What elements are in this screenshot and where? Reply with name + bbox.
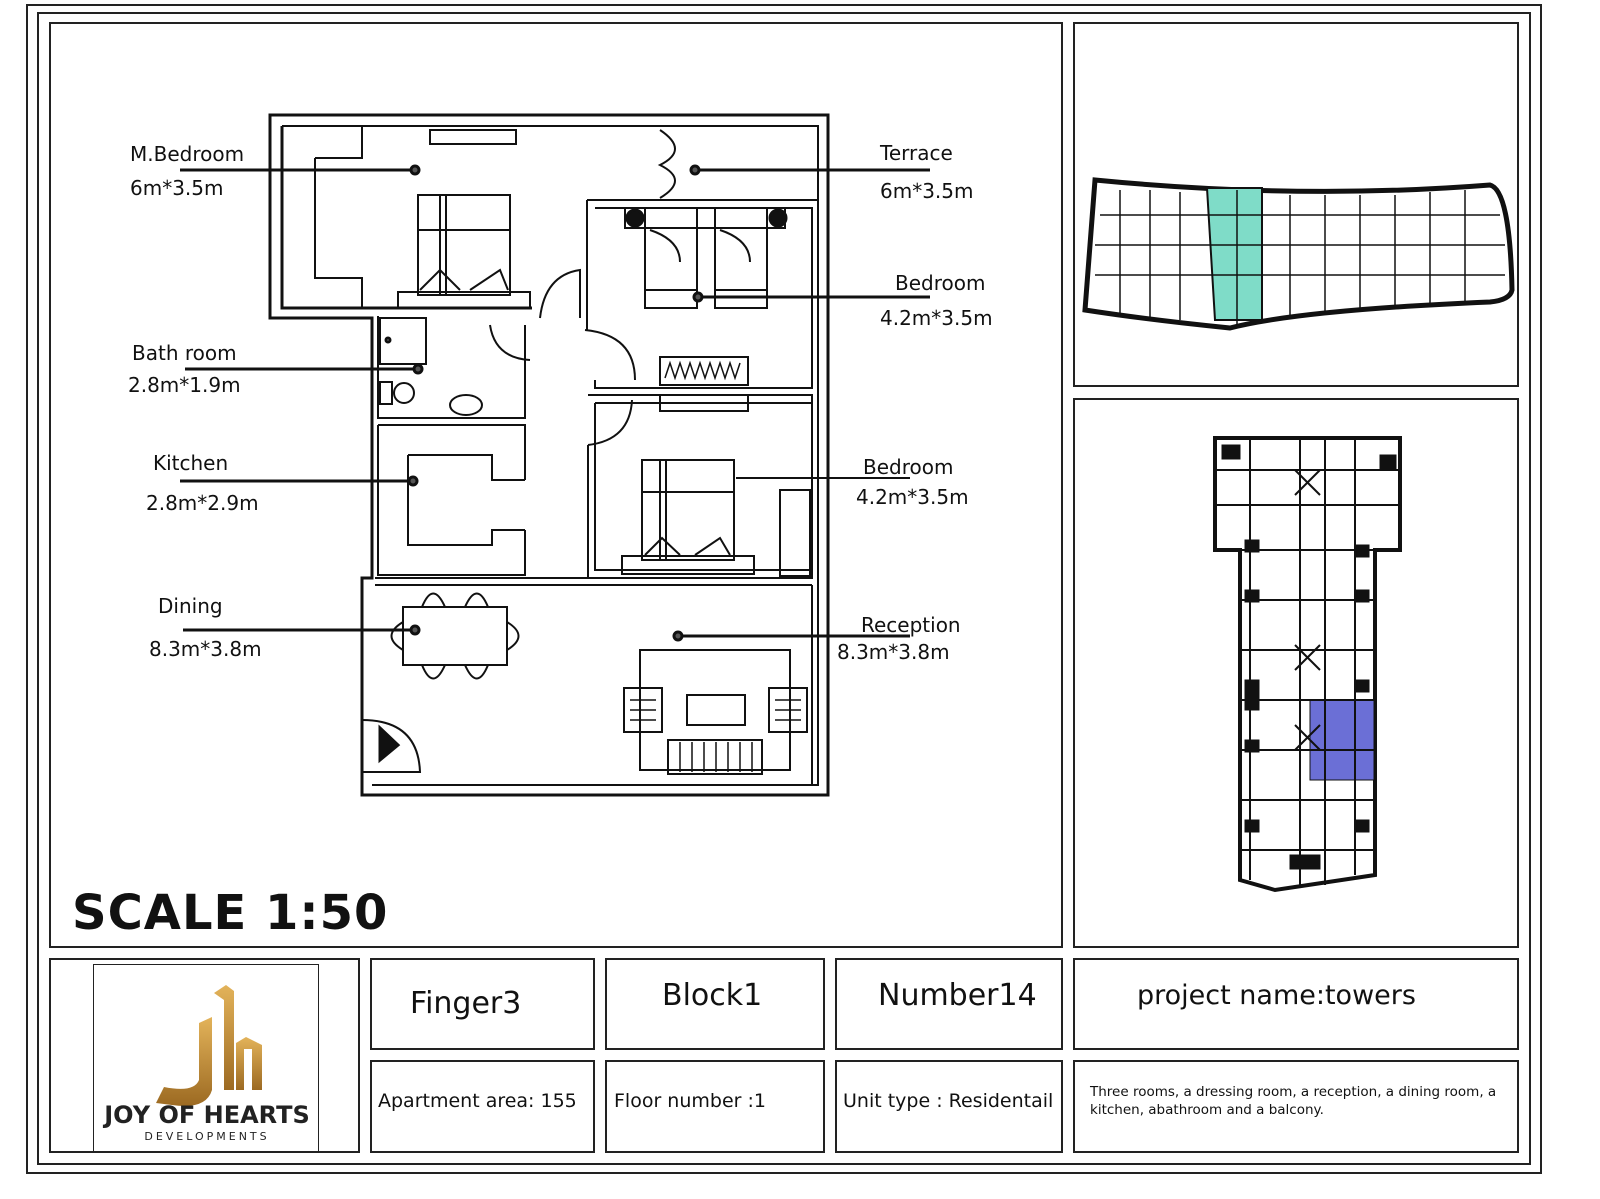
scale-label: SCALE 1:50 [72, 885, 389, 941]
number-cell [835, 958, 1063, 1050]
room-size-kitchen: 2.8m*2.9m [146, 491, 259, 515]
room-size-bathroom: 2.8m*1.9m [128, 373, 241, 397]
logo-name: JOY OF HEARTS [104, 1101, 310, 1129]
area-cell [370, 1060, 595, 1153]
room-size-m-bedroom: 6m*3.5m [130, 176, 224, 200]
logo-sub: DEVELOPMENTS [144, 1130, 270, 1143]
room-size-terrace: 6m*3.5m [880, 179, 974, 203]
project-cell [1073, 958, 1519, 1050]
key-plan-tower [1213, 436, 1402, 893]
room-size-bedroom-1: 4.2m*3.5m [880, 306, 993, 330]
block-cell [605, 958, 825, 1050]
logo-building-icon [156, 985, 262, 1106]
apartment-area: Apartment area: 155 [378, 1090, 577, 1112]
number-value: Number14 [878, 978, 1037, 1013]
room-size-bedroom-2: 4.2m*3.5m [856, 485, 969, 509]
key-plan-site [1082, 177, 1515, 331]
block-value: Block1 [662, 978, 763, 1013]
description-cell [1073, 1060, 1519, 1153]
project-name: project name:towers [1137, 980, 1416, 1011]
floor-plan-panel [49, 22, 1063, 948]
finger-cell [370, 958, 595, 1050]
room-size-dining: 8.3m*3.8m [149, 637, 262, 661]
unit-type: Unit type : Residentail [843, 1090, 1054, 1112]
description: Three rooms, a dressing room, a receptio… [1090, 1084, 1497, 1118]
room-label-kitchen: Kitchen [153, 451, 229, 475]
room-label-bedroom-1: Bedroom [895, 271, 986, 295]
floor-cell [605, 1060, 825, 1153]
room-label-reception: Reception [861, 613, 961, 637]
logo: JOY OF HEARTS DEVELOPMENTS [93, 964, 319, 1152]
floor-number: Floor number :1 [614, 1090, 766, 1112]
room-size-reception: 8.3m*3.8m [837, 640, 950, 664]
room-label-bedroom-2: Bedroom [863, 455, 954, 479]
room-label-dining: Dining [158, 594, 223, 618]
finger-value: Finger3 [410, 986, 522, 1021]
room-label-terrace: Terrace [880, 141, 953, 165]
unit-type-cell [835, 1060, 1063, 1153]
room-label-m-bedroom: M.Bedroom [130, 142, 245, 166]
room-label-bathroom: Bath room [132, 341, 237, 365]
